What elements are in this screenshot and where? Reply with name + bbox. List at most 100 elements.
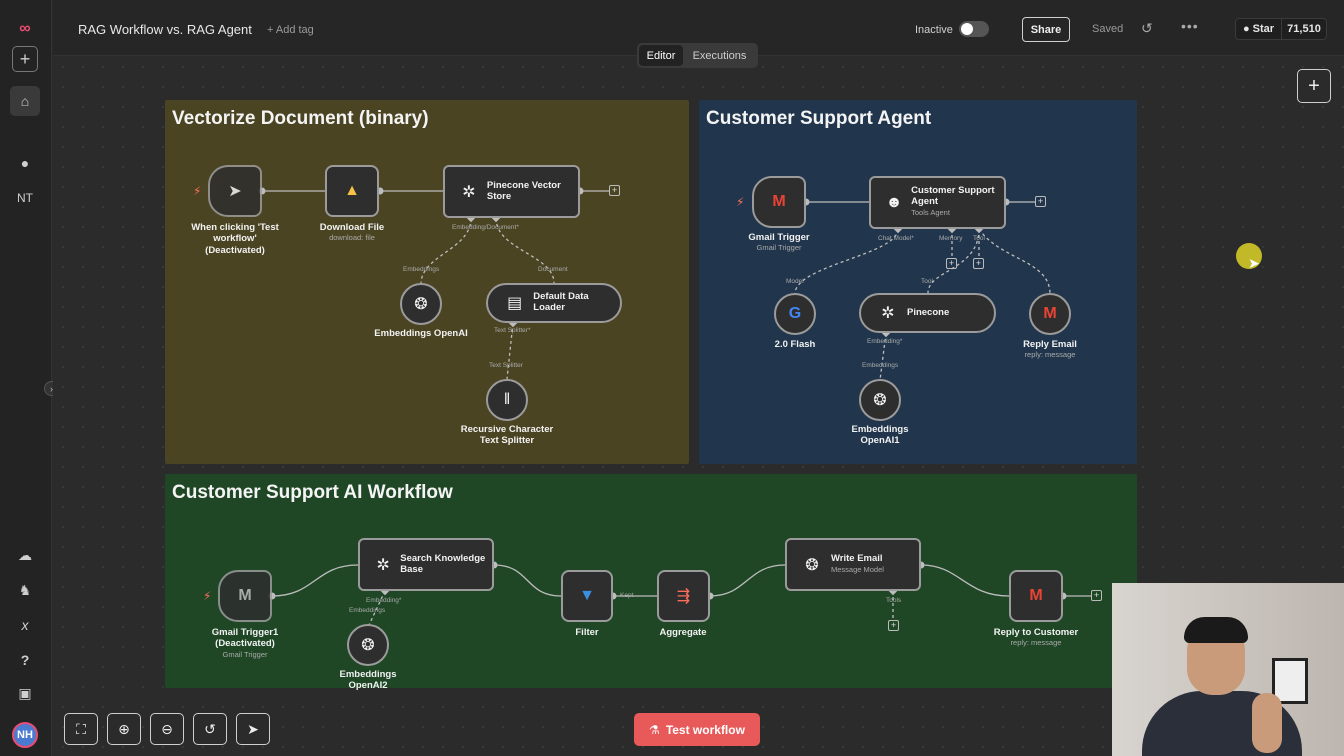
google-icon: G [788, 305, 802, 322]
port-label: Embedding* [366, 597, 402, 604]
document-icon: ▤ [507, 295, 523, 312]
add-node-icon[interactable]: + [1091, 590, 1102, 601]
n8n-logo-icon[interactable]: ∞ [19, 20, 31, 37]
add-tag-link[interactable]: + Add tag [267, 24, 314, 36]
pinecone-icon: ✲ [376, 556, 390, 574]
reply-email-sub: reply: message [1024, 350, 1076, 360]
embeddings-openai-node[interactable]: ❂ [400, 283, 442, 325]
node-label: Reply Email reply: message [1000, 339, 1100, 359]
filter-node[interactable]: ▼ [561, 570, 613, 622]
tab-editor[interactable]: Editor [639, 45, 683, 66]
test-workflow-button[interactable]: ⚗ Test workflow [634, 713, 760, 746]
gmail-icon: M [772, 193, 786, 210]
mouse-cursor-icon: ➤ [1248, 255, 1260, 271]
port-label: Embedding/Document* [452, 224, 519, 231]
trigger-bolt-icon: ⚡ [193, 184, 202, 198]
test-workflow-label: Test workflow [665, 722, 745, 737]
zoom-in-button[interactable]: ⊕ [107, 713, 141, 745]
port-label: Kept [620, 592, 634, 599]
node-label: Gmail Trigger Gmail Trigger [729, 232, 829, 252]
search-knowledge-base-node[interactable]: ✲ Search Knowledge Base [358, 538, 494, 591]
reply-to-customer-node[interactable]: M [1009, 570, 1063, 622]
port-label: Model [786, 278, 804, 285]
project-initials[interactable]: NT [17, 191, 33, 205]
port-label: Tools [886, 597, 902, 604]
share-button[interactable]: Share [1022, 17, 1070, 42]
more-options-icon[interactable]: ••• [1181, 18, 1199, 34]
webcam-picture-frame [1272, 658, 1308, 704]
node-label: When clicking 'Test workflow' (Deactivat… [191, 222, 279, 256]
aggregate-node[interactable]: ⇶ [657, 570, 710, 622]
add-node-button[interactable]: + [1297, 69, 1331, 103]
manual-trigger-node[interactable]: ➤ [208, 165, 262, 217]
active-toggle[interactable] [959, 21, 989, 37]
add-tool-icon[interactable]: + [888, 620, 899, 631]
add-node-icon[interactable]: + [609, 185, 620, 196]
node-label: Embeddings OpenAI1 [851, 424, 909, 447]
node-label: Download File download: file [302, 222, 402, 242]
pinecone-icon: ✲ [462, 183, 476, 201]
add-tool-icon[interactable]: + [973, 258, 984, 269]
port-label: Embeddings [349, 607, 386, 614]
history-icon[interactable]: ↺ [1141, 20, 1153, 36]
openai-icon: ❂ [805, 556, 819, 574]
port-label: Tool [921, 278, 933, 285]
port-label: Text Splitter* [494, 327, 531, 334]
trigger-bolt-icon: ⚡ [736, 195, 745, 209]
embeddings-openai1-node[interactable]: ❂ [859, 379, 901, 421]
trigger-bolt-icon: ⚡ [203, 589, 212, 603]
filter-icon: ▼ [579, 587, 595, 604]
tidy-up-button[interactable]: ➤ [236, 713, 270, 745]
add-node-icon[interactable]: + [1035, 196, 1046, 207]
variables-icon[interactable]: x [21, 617, 29, 633]
zoom-out-button[interactable]: ⊖ [150, 713, 184, 745]
add-workflow-button[interactable]: + [12, 46, 38, 72]
pinecone-node[interactable]: ✲ Pinecone [859, 293, 996, 333]
user-icon[interactable]: ● [20, 155, 30, 171]
openai-icon: ❂ [414, 296, 428, 313]
port-label: Embedding* [867, 338, 903, 345]
home-icon[interactable]: ⌂ [10, 86, 40, 116]
add-memory-icon[interactable]: + [946, 258, 957, 269]
node-label: Pinecone [907, 306, 950, 318]
gmail-trigger1-node[interactable]: M [218, 570, 272, 622]
cursor-highlight [1236, 243, 1262, 269]
customer-support-agent-node[interactable]: ☻ Customer Support Agent Tools Agent [869, 176, 1006, 229]
port-label: Embeddings [862, 362, 899, 369]
sticky-note-agent[interactable]: Customer Support Agent [699, 100, 1137, 464]
pinecone-vector-store-node[interactable]: ✲ Pinecone Vector Store [443, 165, 580, 218]
reply-email-node[interactable]: M [1029, 293, 1071, 335]
tab-executions[interactable]: Executions [692, 49, 747, 62]
reset-zoom-button[interactable]: ↺ [193, 713, 227, 745]
zoom-to-fit-button[interactable]: ⛶ [64, 713, 98, 745]
gmail-trigger-label: Gmail Trigger [748, 232, 810, 243]
text-splitter-node[interactable]: ‖ [486, 379, 528, 421]
gmail-trigger-node[interactable]: M [752, 176, 806, 228]
download-file-sub: download: file [329, 233, 375, 243]
templates-icon[interactable]: ♞ [18, 581, 32, 598]
node-label: Filter [575, 627, 599, 638]
download-file-node[interactable]: ▲ [325, 165, 379, 217]
sticky-note-workflow[interactable]: Customer Support AI Workflow [165, 474, 1137, 688]
download-file-label: Download File [319, 222, 385, 233]
workflow-title[interactable]: RAG Workflow vs. RAG Agent [78, 22, 252, 37]
github-star-button[interactable]: ●Star 71,510 [1235, 18, 1327, 40]
avatar[interactable]: NH [12, 722, 38, 748]
cloud-icon[interactable]: ☁ [18, 546, 32, 563]
help-icon[interactable]: ? [20, 652, 30, 668]
port-label: Embeddings [403, 266, 440, 273]
default-data-loader-node[interactable]: ▤ Default Data Loader [486, 283, 622, 323]
node-label: Write Email [831, 552, 883, 564]
port-label: Document [538, 266, 568, 273]
pinecone-icon: ✲ [881, 305, 895, 322]
node-label: Aggregate [659, 627, 707, 638]
gift-icon[interactable]: ▣ [18, 684, 32, 701]
status-label: Inactive [915, 24, 953, 36]
gmail-icon: M [1043, 305, 1057, 322]
sticky-note-vectorize[interactable]: Vectorize Document (binary) [165, 100, 689, 464]
embeddings-openai2-node[interactable]: ❂ [347, 624, 389, 666]
flask-icon: ⚗ [649, 722, 660, 737]
agent-label-block: Customer Support Agent Tools Agent [911, 185, 1004, 219]
gemini-flash-node[interactable]: G [774, 293, 816, 335]
write-email-node[interactable]: ❂ Write Email Message Model [785, 538, 921, 591]
